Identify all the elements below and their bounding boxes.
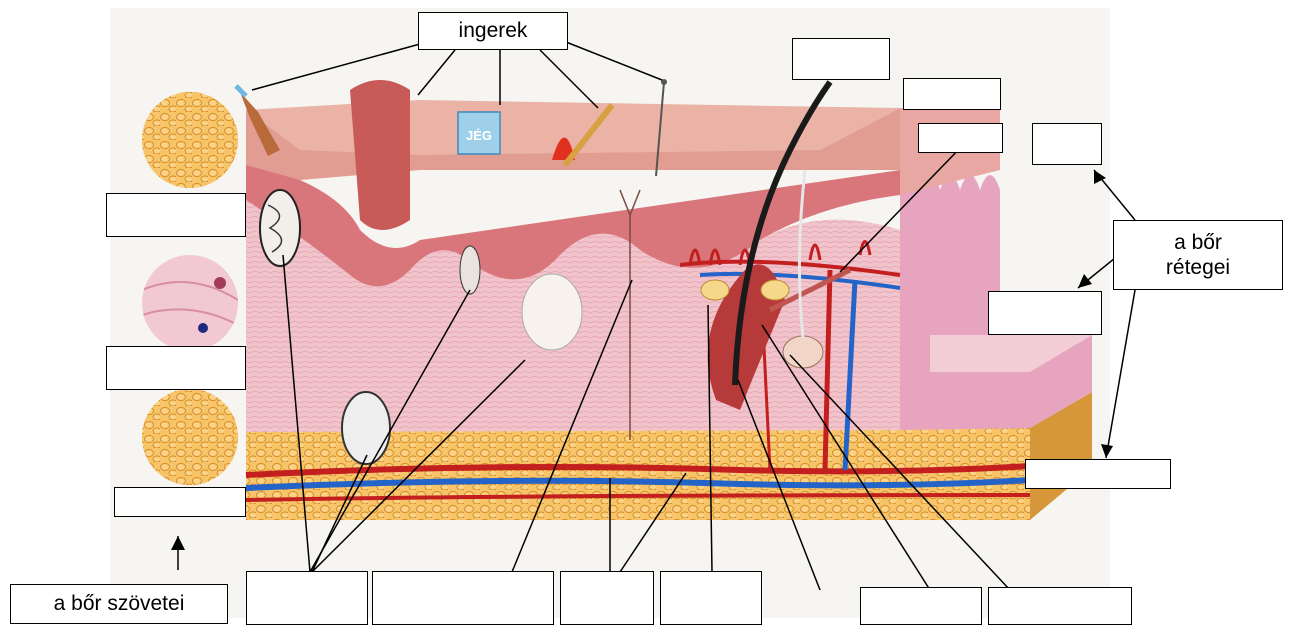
skin-tissues-label: a bőr szövetei: [10, 584, 228, 624]
tissue-circle-middle: [142, 255, 238, 351]
cell-2: [198, 323, 208, 333]
answer-box-tissue-3[interactable]: [114, 487, 246, 517]
answer-box-sebaceous[interactable]: [660, 571, 762, 625]
pacinian-corpuscle: [342, 392, 390, 464]
answer-box-arrector[interactable]: [918, 123, 1003, 153]
sebaceous-gland-left: [701, 280, 729, 300]
answer-box-tissue-2[interactable]: [106, 346, 246, 390]
answer-box-receptors[interactable]: [246, 571, 368, 625]
fat-texture-top: [142, 92, 238, 188]
cell-1: [214, 277, 226, 289]
answer-box-follicle[interactable]: [860, 587, 982, 625]
answer-box-epidermis[interactable]: [1032, 123, 1102, 165]
answer-box-free-nerve[interactable]: [372, 571, 554, 625]
stimuli-label: ingerek: [418, 12, 568, 50]
meissner-corpuscle: [260, 190, 300, 266]
answer-box-hair[interactable]: [792, 38, 890, 80]
ice-cube-text: JÉG: [466, 128, 492, 143]
answer-box-fat[interactable]: [560, 571, 654, 625]
sweat-gland: [783, 336, 823, 368]
sebaceous-gland-right: [761, 280, 789, 300]
ruffini-ending: [460, 246, 480, 294]
answer-box-sweat[interactable]: [988, 587, 1132, 625]
answer-box-dermis[interactable]: [988, 291, 1102, 335]
answer-box-tissue-1[interactable]: [106, 193, 246, 237]
answer-box-surface[interactable]: [903, 78, 1001, 110]
krause-bulb: [522, 274, 582, 350]
fat-texture-bottom: [142, 389, 238, 485]
skin-layers-label: a bőr rétegei: [1113, 220, 1283, 290]
answer-box-subcutis[interactable]: [1025, 459, 1171, 489]
